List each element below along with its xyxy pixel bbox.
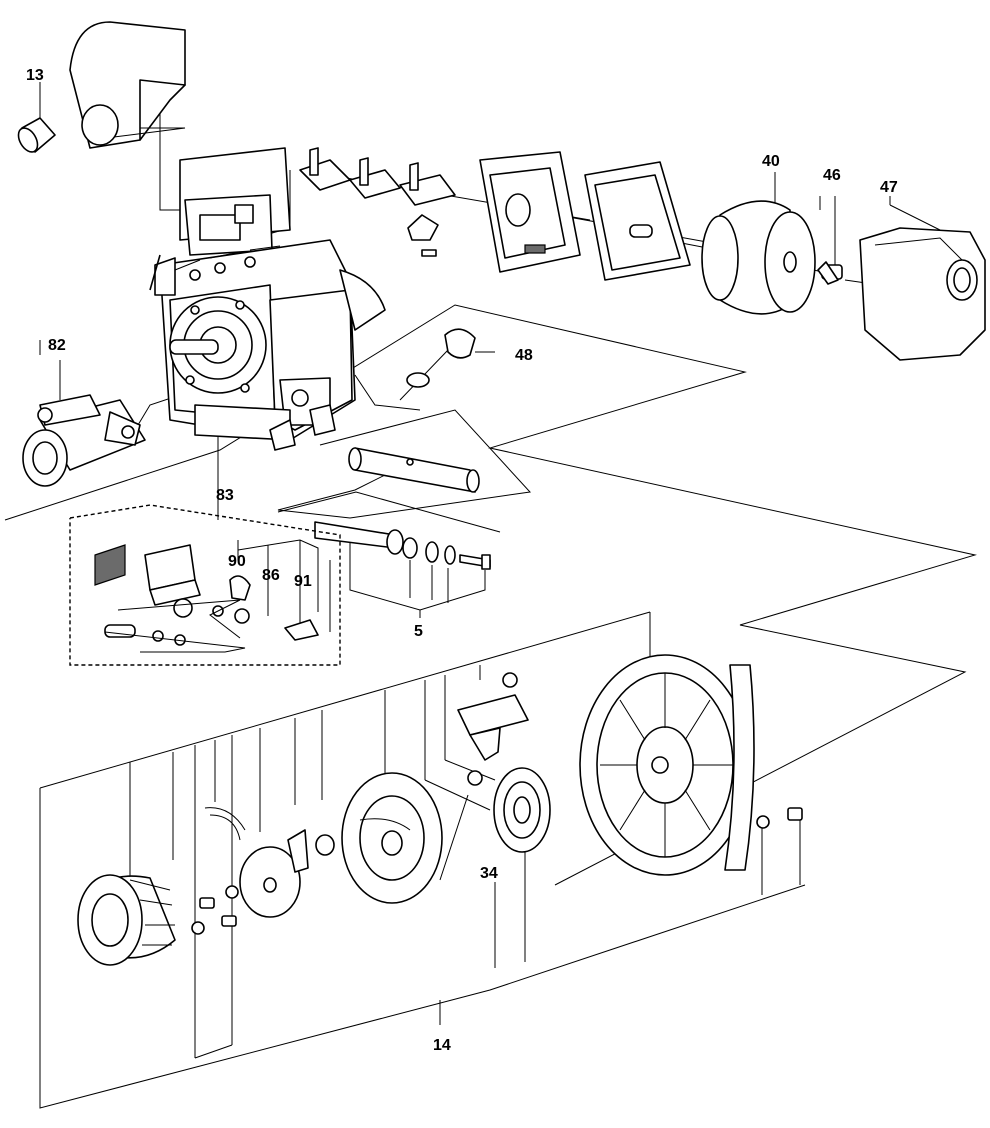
callout-13: 13 [26, 67, 44, 84]
electrical-kit-part-83 [69, 504, 341, 666]
callout-83: 83 [216, 487, 234, 504]
callout-40: 40 [762, 153, 780, 170]
callout-47: 47 [880, 179, 898, 196]
air-filter-base [479, 151, 581, 273]
air-filter-cover-part-47 [859, 227, 986, 361]
wing-nut-part-46 [817, 261, 843, 285]
air-filter-element-part-40 [701, 200, 816, 315]
mounting-brackets [299, 147, 456, 257]
perforated-cover-part [69, 21, 186, 149]
callout-14: 14 [433, 1037, 451, 1054]
dipstick-part-48 [399, 328, 476, 401]
callout-34: 34 [480, 865, 498, 882]
engine-block [149, 147, 386, 451]
recoil-starter-group-14 [77, 654, 803, 966]
callout-48: 48 [515, 347, 533, 364]
part-callouts: 13 40 46 47 82 48 83 90 86 91 5 34 14 [26, 67, 898, 1054]
threaded-rod-assembly-part-5 [314, 521, 491, 570]
air-filter-gasket [584, 161, 691, 281]
callout-90: 90 [228, 553, 246, 570]
callout-5: 5 [414, 623, 423, 640]
callout-46: 46 [823, 167, 841, 184]
callout-91: 91 [294, 573, 312, 590]
callout-86: 86 [262, 567, 280, 584]
starter-motor-part-82 [22, 394, 146, 487]
callout-82: 82 [48, 337, 66, 354]
rubber-cap-part-13 [17, 117, 56, 153]
connecting-pipe [348, 447, 480, 493]
